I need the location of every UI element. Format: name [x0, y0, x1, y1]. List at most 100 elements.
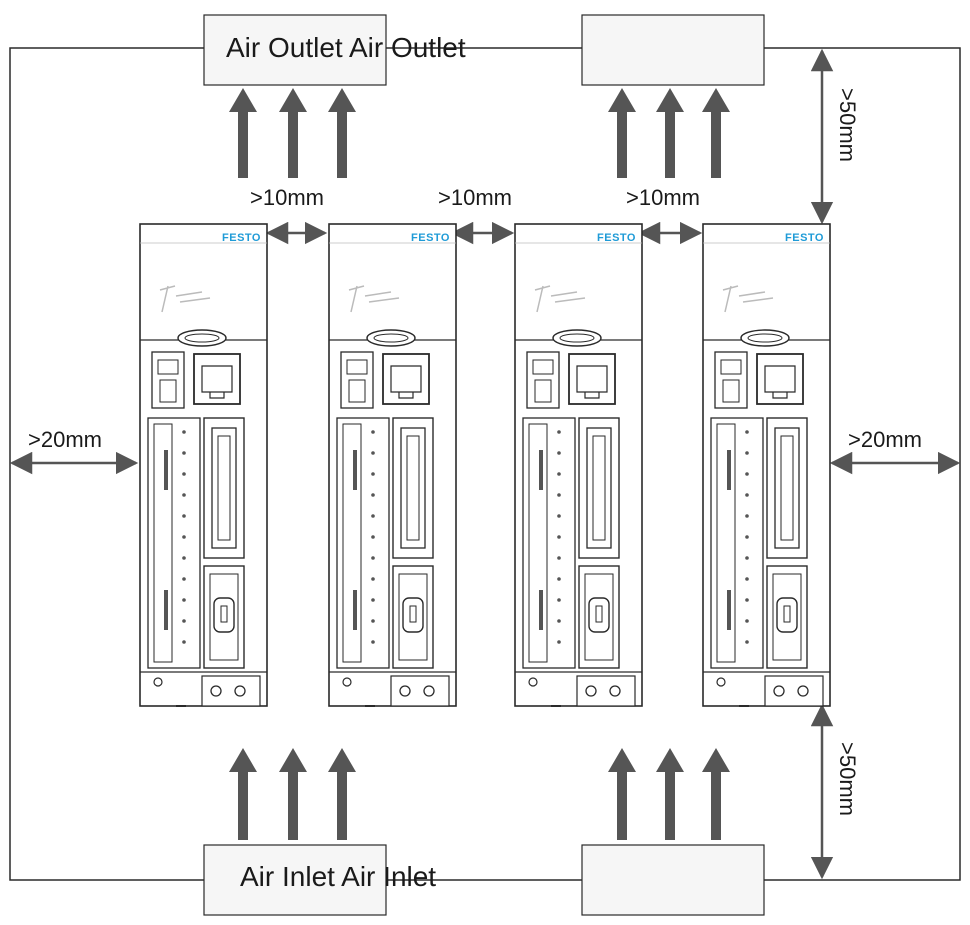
drive-ground-screw-2 [423, 685, 435, 697]
drive-encoder-pin [220, 605, 228, 623]
drive-latch-inner [559, 333, 595, 343]
drive-terminal-screw [745, 514, 749, 518]
drive-terminal-tab [727, 590, 731, 630]
drive-encoder-socket [776, 597, 798, 633]
drive-terminal-screw [557, 514, 561, 518]
drive-io-connector [578, 417, 620, 559]
airflow-arrows [229, 88, 730, 840]
drive-terminal-screw [371, 493, 375, 497]
drive-terminal-screw [371, 556, 375, 560]
airflow-arrow-head [608, 88, 636, 112]
drive-terminal-rail [153, 423, 173, 663]
airflow-arrow-bottom-4 [608, 748, 636, 840]
drive-encoder-connector [578, 565, 620, 669]
drive-terminal-screw [745, 619, 749, 623]
airflow-arrow-bottom-6 [702, 748, 730, 840]
servo-drive-1: FESTO [139, 223, 268, 707]
drive-rj45-port [568, 353, 616, 405]
airflow-arrow-head [279, 88, 307, 112]
drive-screw-left [153, 677, 163, 687]
drive-encoder-socket [213, 597, 235, 633]
drive-io-connector-pins [780, 435, 794, 541]
drive-terminal-strip [522, 417, 576, 669]
drive-latch [552, 329, 602, 347]
drive-terminal-screw [371, 619, 375, 623]
drive-terminal-strip [147, 417, 201, 669]
airflow-arrow-head [608, 748, 636, 772]
drive-terminal-screw [557, 493, 561, 497]
drive-terminal-screw [371, 514, 375, 518]
drive-ground-screw-1 [399, 685, 411, 697]
drive-terminal-screw [182, 514, 186, 518]
drive-usb-port-lower [722, 379, 740, 403]
servo-drive-3: FESTO [514, 223, 643, 707]
drive-rj45-port [382, 353, 430, 405]
drive-terminal-tab [539, 590, 543, 630]
drive-terminal-screw [557, 430, 561, 434]
airflow-arrow-shaft [288, 770, 298, 840]
airflow-arrow-shaft [665, 770, 675, 840]
airflow-arrow-head [656, 88, 684, 112]
drive-terminal-screw [745, 598, 749, 602]
drive-terminal-screw [745, 451, 749, 455]
drive-terminal-screw [557, 535, 561, 539]
drive-encoder-connector-frame [584, 573, 614, 661]
drive-terminal-screw [557, 598, 561, 602]
airflow-arrow-shaft [617, 770, 627, 840]
drive-rj45-port [756, 353, 804, 405]
drive-terminal-screw [745, 577, 749, 581]
drive-encoder-pin [409, 605, 417, 623]
drive-terminal-screw [557, 619, 561, 623]
drive-usb-port-inner [532, 359, 554, 375]
drive-io-connector-inner [774, 427, 800, 549]
drive-ground-screw-1 [773, 685, 785, 697]
drive-latch-inner [747, 333, 783, 343]
gap-label-3: >10mm [626, 185, 700, 210]
drive-terminal-screw [557, 472, 561, 476]
airflow-arrow-shaft [337, 110, 347, 178]
drive-ground-screw-2 [234, 685, 246, 697]
drive-encoder-connector-frame [772, 573, 802, 661]
drive-encoder-connector-frame [209, 573, 239, 661]
airflow-arrow-top-3 [328, 88, 356, 178]
airflow-arrow-head [656, 748, 684, 772]
drive-rj45-port [193, 353, 241, 405]
drive-ground-block [576, 675, 636, 707]
drive-io-connector-inner [211, 427, 237, 549]
drive-latch [740, 329, 790, 347]
drive-terminal-screw [745, 472, 749, 476]
drive-terminal-screw [182, 493, 186, 497]
drive-rj45-socket [576, 365, 608, 399]
drive-screw-left [716, 677, 726, 687]
drive-terminal-tab [164, 450, 168, 490]
airflow-arrow-head [702, 748, 730, 772]
airflow-arrow-shaft [711, 770, 721, 840]
drive-terminal-screw [182, 472, 186, 476]
drive-usb-port-lower [534, 379, 552, 403]
drive-encoder-pin [595, 605, 603, 623]
drive-terminal-screw [371, 472, 375, 476]
drive-terminal-tab [164, 590, 168, 630]
drive-sketch-mark [534, 285, 586, 313]
airflow-arrow-bottom-5 [656, 748, 684, 840]
drive-terminal-screw [182, 598, 186, 602]
drive-ground-block [764, 675, 824, 707]
drive-io-connector-pins [406, 435, 420, 541]
drive-io-connector-inner [586, 427, 612, 549]
drive-rj45-socket [390, 365, 422, 399]
drive-brand-logo: FESTO [785, 232, 824, 244]
airflow-arrow-top-6 [702, 88, 730, 178]
drive-encoder-socket [588, 597, 610, 633]
drive-terminal-rail [716, 423, 736, 663]
drive-terminal-screw [557, 556, 561, 560]
drive-usb-port-inner [346, 359, 368, 375]
gap-label-2: >10mm [438, 185, 512, 210]
drive-latch-inner [373, 333, 409, 343]
airflow-arrow-top-5 [656, 88, 684, 178]
drive-sketch-mark [348, 285, 400, 313]
drive-terminal-screw [182, 619, 186, 623]
airflow-arrow-head [229, 88, 257, 112]
